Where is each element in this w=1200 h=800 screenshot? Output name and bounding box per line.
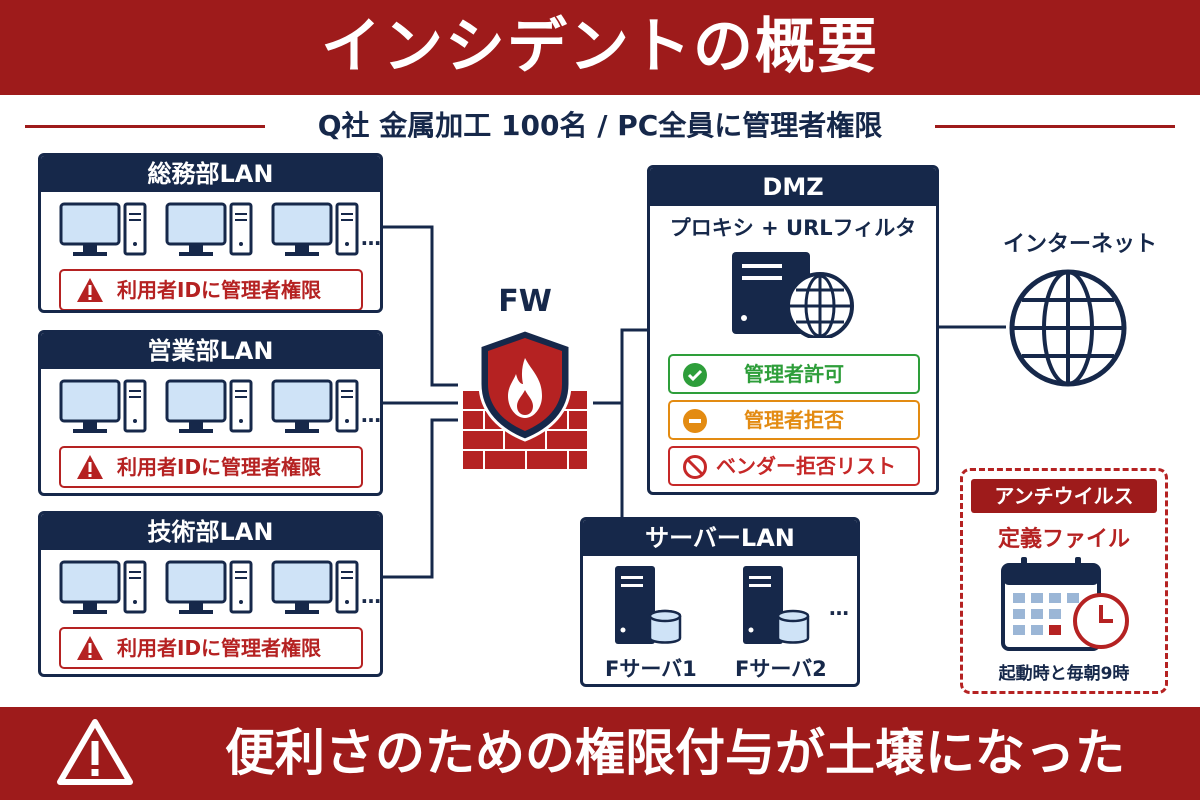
subtitle-row: Q社 金属加工 100名 / PC全員に管理者権限 — [0, 106, 1200, 146]
dmz-box: DMZ プロキシ + URLフィルタ 管理者許可 管理者拒否 ベンダー拒否リスト — [647, 165, 939, 495]
warning-badge: 利用者IDに管理者権限 — [59, 627, 363, 669]
proxy-label: プロキシ + URLフィルタ — [669, 216, 917, 240]
subtitle-rule-left — [25, 125, 265, 128]
pc-row: … — [41, 192, 380, 264]
title-bar — [0, 0, 1200, 95]
status-vendor-denylist: ベンダー拒否リスト — [668, 446, 920, 486]
status-admin-deny: 管理者拒否 — [668, 400, 920, 440]
footer-message: 便利さのための権限付与が土壌になった — [225, 724, 1125, 782]
warning-icon — [77, 455, 103, 479]
server-label: Fサーバ1 — [605, 657, 697, 681]
warning-badge: 利用者IDに管理者権限 — [59, 446, 363, 488]
server-lan-title: サーバーLAN — [583, 520, 857, 556]
lan-title: 総務部LAN — [41, 156, 380, 192]
definition-file-label: 定義ファイル — [997, 527, 1130, 552]
internet-label: インターネット — [1002, 232, 1157, 257]
subtitle: Q社 金属加工 100名 / PC全員に管理者権限 — [317, 109, 883, 142]
pc-more: … — [361, 403, 381, 427]
status-label: 管理者許可 — [744, 362, 844, 386]
warning-badge: 利用者IDに管理者権限 — [59, 269, 363, 310]
server-more: … — [829, 596, 849, 620]
warning-icon — [77, 278, 103, 302]
pc-group-icon — [59, 379, 359, 435]
proxy-server-icon — [732, 252, 854, 338]
server-lan-box: サーバーLAN … Fサーバ1 Fサーバ2 — [580, 517, 860, 687]
lan-eigyou: 営業部LAN … 利用者IDに管理者権限 — [38, 330, 383, 496]
minus-circle-icon — [683, 409, 707, 433]
page-title: インシデントの概要 — [321, 12, 879, 82]
pc-row: … — [41, 369, 380, 441]
warning-text: 利用者IDに管理者権限 — [117, 278, 322, 302]
prohibited-icon — [683, 455, 707, 479]
footer-bar — [0, 707, 1200, 800]
globe-icon — [1009, 269, 1127, 387]
server-label: Fサーバ2 — [735, 657, 827, 681]
lan-soumu: 総務部LAN … 利用者IDに管理者権限 — [38, 153, 383, 313]
dmz-title: DMZ — [650, 168, 936, 206]
pc-more: … — [361, 584, 381, 608]
warning-text: 利用者IDに管理者権限 — [117, 636, 322, 660]
firewall-icon — [461, 328, 589, 471]
antivirus-box: アンチウイルス 定義ファイル 起動時と毎朝9時 — [960, 468, 1168, 694]
file-server-icon — [615, 566, 682, 644]
pc-more: … — [361, 226, 381, 250]
lan-title: 技術部LAN — [41, 514, 380, 550]
status-admin-allow: 管理者許可 — [668, 354, 920, 394]
status-label: ベンダー拒否リスト — [716, 454, 896, 478]
schedule-label: 起動時と毎朝9時 — [998, 664, 1130, 684]
warning-text: 利用者IDに管理者権限 — [117, 455, 322, 479]
file-server-icon — [743, 566, 810, 644]
pc-row: … — [41, 550, 380, 622]
lan-title: 営業部LAN — [41, 333, 380, 369]
status-label: 管理者拒否 — [744, 408, 844, 432]
lan-gijutsu: 技術部LAN … 利用者IDに管理者権限 — [38, 511, 383, 677]
subtitle-rule-right — [935, 125, 1175, 128]
check-circle-icon — [683, 363, 707, 387]
calendar-clock-icon — [1001, 557, 1129, 651]
pc-group-icon — [59, 560, 359, 616]
antivirus-title: アンチウイルス — [971, 479, 1157, 513]
warning-icon — [57, 719, 133, 785]
pc-group-icon — [59, 202, 359, 258]
warning-icon — [77, 636, 103, 660]
firewall-label: FW — [498, 284, 552, 319]
